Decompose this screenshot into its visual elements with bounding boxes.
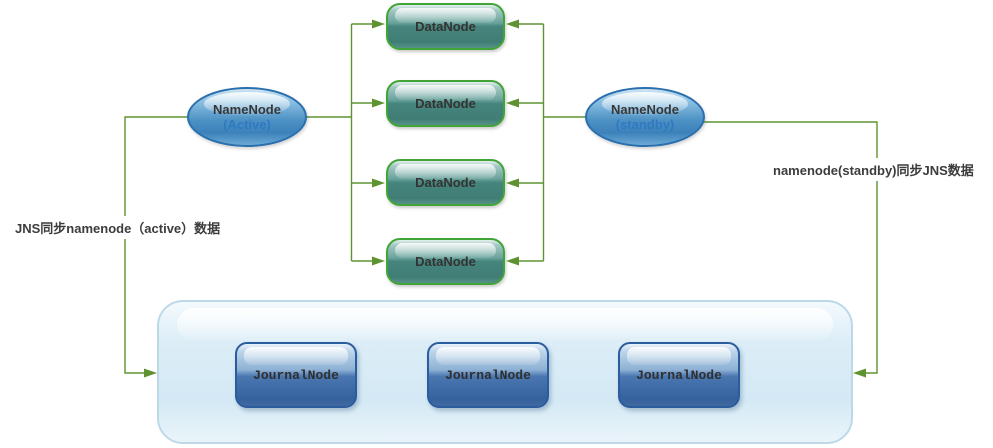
arrowhead-right-dn3 xyxy=(506,178,519,188)
journalnode-label: JournalNode xyxy=(445,367,531,383)
journalnode-box-1: JournalNode xyxy=(235,342,357,408)
arrowhead-left-dn2 xyxy=(372,98,385,108)
line-standby-to-journal xyxy=(704,121,878,374)
arrowhead-left-dn1 xyxy=(372,19,385,29)
namenode-standby-role: (standby) xyxy=(615,117,675,132)
line-active-to-journal xyxy=(124,116,190,374)
namenode-active-role: (Active) xyxy=(223,117,271,132)
namenode-active-node: NameNode (Active) xyxy=(187,87,307,147)
arrowhead-into-journal-left xyxy=(144,368,157,378)
journalnode-label: JournalNode xyxy=(253,367,339,383)
datanode-box-2: DataNode xyxy=(386,80,505,127)
journalnode-box-3: JournalNode xyxy=(618,342,740,408)
arrowhead-right-dn4 xyxy=(506,256,519,266)
arrowhead-right-dn1 xyxy=(506,19,519,29)
annotation-standby-sync: namenode(standby)同步JNS数据 xyxy=(770,158,977,181)
arrowheads xyxy=(144,19,866,378)
annotation-jns-sync: JNS同步namenode（active）数据 xyxy=(12,216,224,239)
namenode-active-title: NameNode xyxy=(213,102,281,117)
namenode-standby-node: NameNode (standby) xyxy=(585,87,705,147)
datanode-box-3: DataNode xyxy=(386,159,505,206)
datanode-label: DataNode xyxy=(415,96,476,111)
datanode-label: DataNode xyxy=(415,19,476,34)
journalnode-label: JournalNode xyxy=(636,367,722,383)
journalnode-quorum-container: JournalNode JournalNode JournalNode xyxy=(157,300,853,444)
connector-lines xyxy=(124,23,878,374)
datanode-label: DataNode xyxy=(415,254,476,269)
datanode-label: DataNode xyxy=(415,175,476,190)
namenode-standby-title: NameNode xyxy=(611,102,679,117)
arrowhead-left-dn3 xyxy=(372,178,385,188)
datanode-box-4: DataNode xyxy=(386,238,505,285)
journalnode-box-2: JournalNode xyxy=(427,342,549,408)
arrowhead-right-dn2 xyxy=(506,98,519,108)
datanode-box-1: DataNode xyxy=(386,3,505,50)
arrowhead-into-journal-right xyxy=(853,368,866,378)
arrowhead-left-dn4 xyxy=(372,256,385,266)
